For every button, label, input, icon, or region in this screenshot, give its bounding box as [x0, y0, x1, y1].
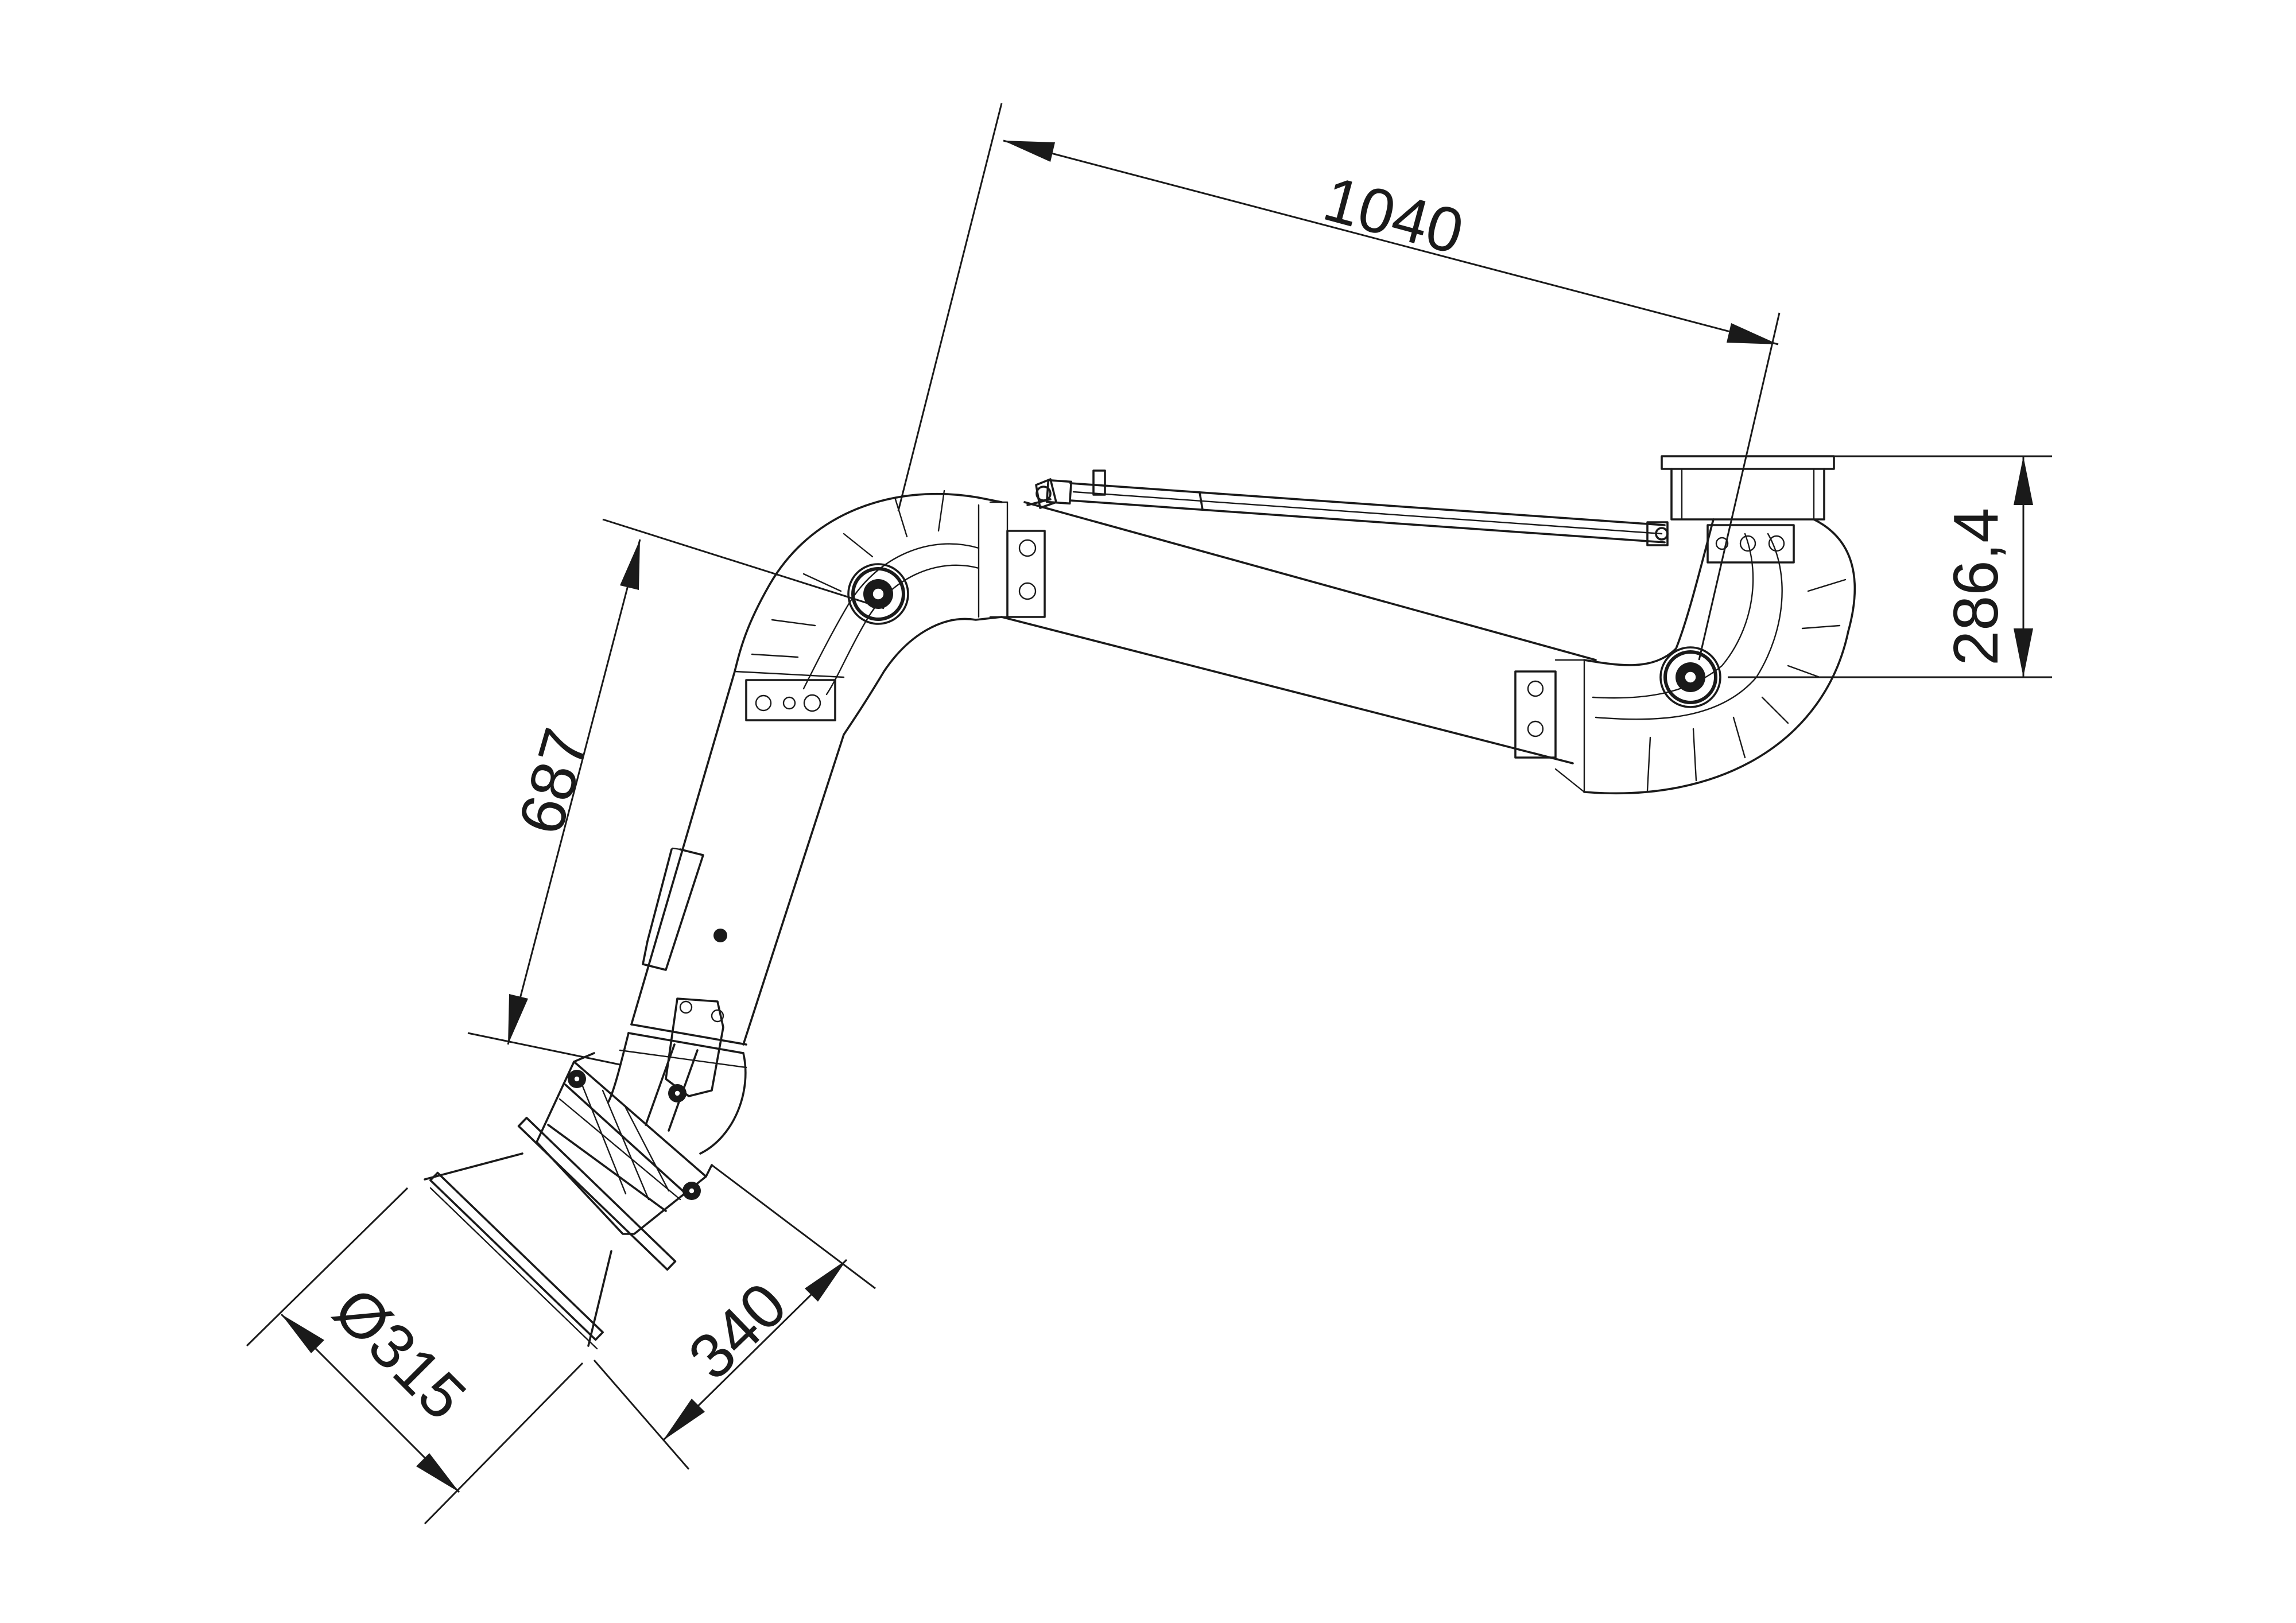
swivel-joint: [607, 997, 747, 1155]
lower-arm: [630, 670, 845, 1046]
left-elbow: [734, 490, 1046, 736]
dimension-label-diameter-315: Ø315: [320, 1274, 479, 1433]
upper-arm: [1000, 469, 1669, 764]
right-elbow: [1514, 518, 1856, 795]
dimension-label-1040: 1040: [1317, 163, 1471, 267]
dimension-label-340: 340: [675, 1269, 800, 1393]
dimension-label-687: 687: [505, 721, 602, 841]
hood-damper: [424, 1052, 713, 1350]
dimension-286-4: [1728, 455, 2052, 678]
dimension-340: [593, 1164, 876, 1470]
wall-mount: [1661, 455, 1835, 521]
dimension-label-286-4: 286,4: [1941, 508, 2011, 666]
dimension-1040: [897, 103, 1781, 661]
dimension-687: [467, 518, 885, 1066]
dimension-diameter-315: [246, 1187, 584, 1525]
